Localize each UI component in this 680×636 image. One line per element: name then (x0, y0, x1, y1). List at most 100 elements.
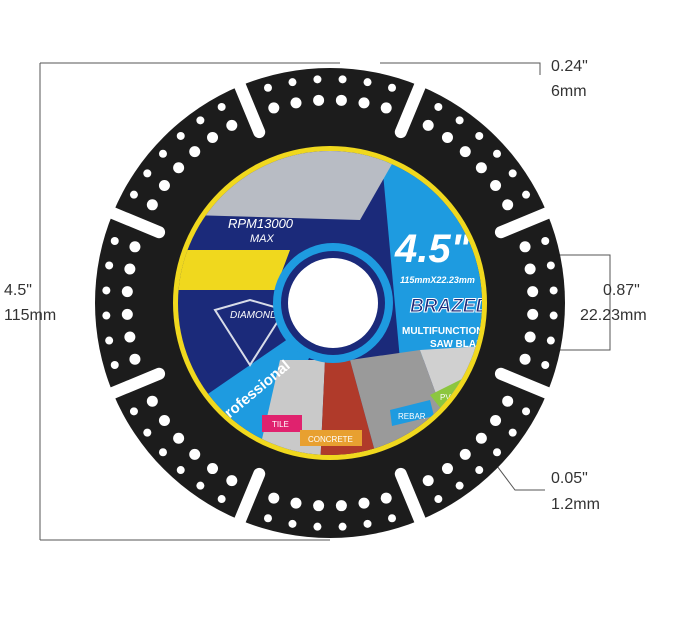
gullet-slot (394, 467, 427, 528)
cooling-hole (422, 475, 434, 487)
cooling-hole (434, 102, 443, 111)
cooling-hole (358, 97, 370, 109)
cooling-hole (121, 286, 133, 298)
cooling-hole (196, 116, 205, 125)
material-concrete: CONCRETE (308, 435, 353, 444)
cooling-hole (158, 448, 167, 457)
size-text: 4.5" (394, 227, 471, 271)
cooling-hole (189, 146, 201, 158)
cooling-hole (493, 448, 502, 457)
cooling-hole (546, 336, 555, 345)
cooling-hole (207, 131, 219, 143)
cooling-hole (129, 190, 138, 199)
cooling-hole (522, 190, 531, 199)
cooling-hole (158, 414, 170, 426)
cooling-hole (226, 475, 238, 487)
arbor-hole (288, 258, 378, 348)
cooling-hole (173, 162, 185, 174)
cooling-hole (524, 263, 536, 275)
cooling-hole (338, 75, 347, 84)
cooling-hole (338, 522, 347, 531)
cooling-hole (102, 286, 111, 295)
cooling-hole (146, 395, 158, 407)
cooling-hole (263, 514, 272, 523)
arbor-inch: 0.87" (603, 282, 640, 299)
cooling-hole (541, 236, 550, 245)
cooling-hole (268, 492, 280, 504)
cooling-hole (459, 448, 471, 460)
size-spec-text: 115mmX22.23mm (400, 275, 475, 285)
cooling-hole (290, 497, 302, 509)
cooling-hole (490, 414, 502, 426)
cooling-hole (363, 78, 372, 87)
blade-label: DIAMOND RPM13000 MAX 4.5" 115mmX22.23mm … (178, 151, 497, 455)
cooling-hole (196, 481, 205, 490)
cooling-hole (358, 497, 370, 509)
arbor-mm: 22.23mm (580, 307, 647, 324)
cooling-hole (129, 407, 138, 416)
segment-height-inch: 0.24" (551, 58, 588, 75)
diameter-mm: 115mm (4, 307, 57, 324)
cooling-hole (519, 241, 531, 253)
cooling-hole (522, 407, 531, 416)
cooling-hole (110, 361, 119, 370)
cooling-hole (502, 395, 514, 407)
cooling-hole (158, 180, 170, 192)
cooling-hole (441, 463, 453, 475)
cooling-hole (217, 495, 226, 504)
cooling-hole (288, 519, 297, 528)
cooling-hole (173, 432, 185, 444)
cooling-hole (388, 514, 397, 523)
cooling-hole (158, 149, 167, 158)
brazed-text: BRAZED (410, 296, 489, 317)
desc1-text: MULTIFUNCTIONAL (402, 326, 497, 337)
cooling-hole (441, 131, 453, 143)
desc2-text: SAW BLADE (430, 339, 490, 350)
cooling-hole (263, 83, 272, 92)
cooling-hole (475, 432, 487, 444)
gullet-slot (233, 78, 266, 139)
material-pvc: PVC (440, 393, 457, 402)
cooling-holes (102, 75, 558, 531)
cooling-hole (475, 162, 487, 174)
cooling-hole (313, 522, 322, 531)
cooling-hole (388, 83, 397, 92)
cooling-hole (217, 102, 226, 111)
cooling-hole (502, 199, 514, 211)
cooling-hole (143, 428, 152, 437)
cooling-hole (313, 500, 325, 512)
cooling-hole (455, 481, 464, 490)
cooling-hole (434, 495, 443, 504)
diameter-inch: 4.5" (4, 282, 32, 299)
cooling-hole (124, 263, 136, 275)
segment-height-mm: 6mm (551, 83, 587, 100)
gullet-slot (494, 367, 555, 400)
gullet-slot (394, 78, 427, 139)
cooling-hole (268, 102, 280, 114)
cooling-hole (290, 97, 302, 109)
material-tile: TILE (272, 420, 289, 429)
diamond-text: DIAMOND (230, 310, 277, 321)
cooling-hole (541, 361, 550, 370)
cooling-hole (110, 236, 119, 245)
cooling-hole (129, 353, 141, 365)
cooling-hole (313, 75, 322, 84)
cooling-hole (455, 116, 464, 125)
cooling-hole (508, 169, 517, 178)
cooling-hole (105, 261, 114, 270)
thickness-inch: 0.05" (551, 470, 588, 487)
cooling-hole (105, 336, 114, 345)
thickness-mm: 1.2mm (551, 496, 600, 513)
cooling-hole (129, 241, 141, 253)
cooling-hole (207, 463, 219, 475)
gullet-slot (105, 206, 166, 239)
cooling-hole (549, 311, 558, 320)
cooling-hole (380, 492, 392, 504)
cooling-hole (226, 119, 238, 131)
cooling-hole (176, 466, 185, 475)
material-rebar: REBAR (398, 412, 426, 421)
cooling-hole (313, 94, 325, 106)
cooling-hole (176, 131, 185, 140)
rpm-text: RPM13000 (228, 216, 294, 231)
